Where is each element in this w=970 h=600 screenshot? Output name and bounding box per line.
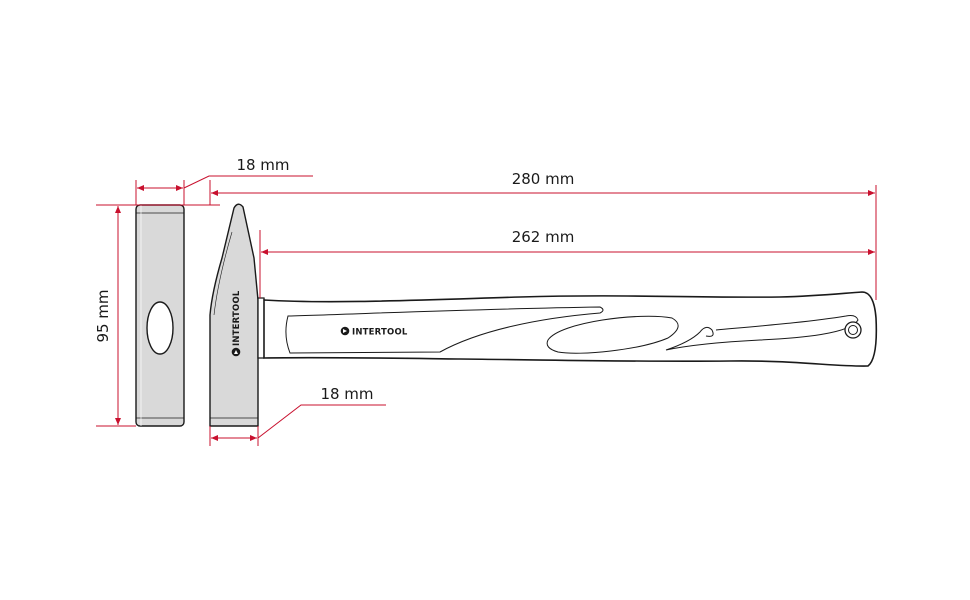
brand-label-handle: INTERTOOL: [352, 328, 408, 338]
head-side-view: INTERTOOL: [209, 203, 267, 427]
dim-label-handle-length: 262 mm: [512, 228, 575, 246]
dimension-lines: [96, 175, 877, 446]
dim-label-head-width: 18 mm: [236, 156, 289, 174]
dim-label-overall-length: 280 mm: [512, 170, 575, 188]
intertool-logo-icon: [340, 326, 350, 336]
handle: INTERTOOL: [263, 291, 878, 367]
handle-eye: [146, 301, 174, 355]
dim-label-head-height: 95 mm: [94, 289, 112, 342]
head-front-view: [135, 204, 185, 427]
brand-label-side: INTERTOOL: [232, 290, 242, 346]
dim-label-peen-width: 18 mm: [320, 385, 373, 403]
intertool-logo-icon: [231, 347, 241, 357]
